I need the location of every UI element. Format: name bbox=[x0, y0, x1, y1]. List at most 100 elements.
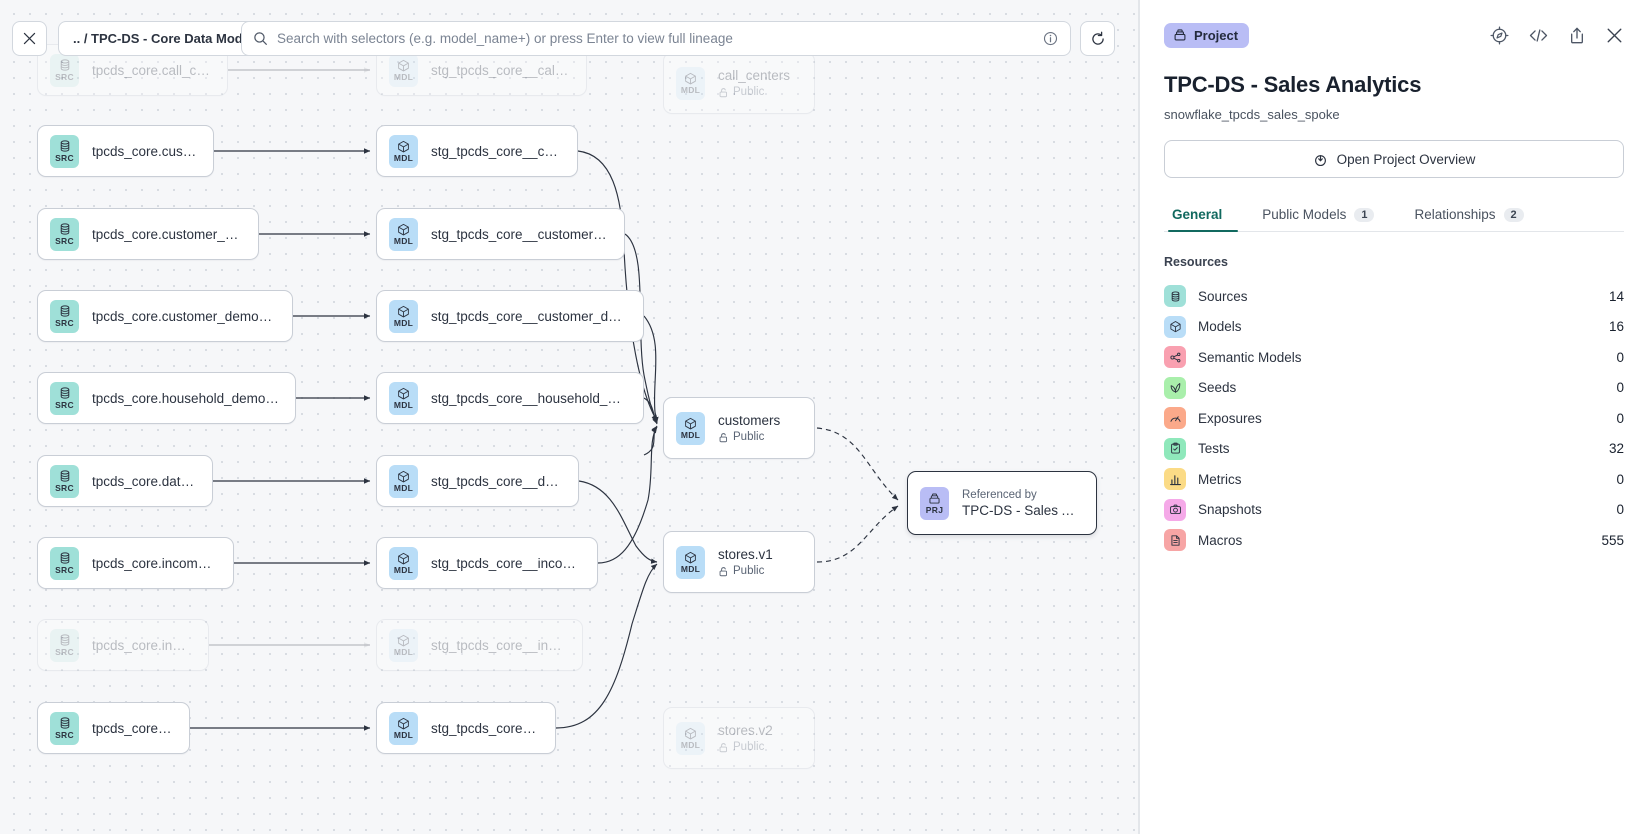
resource-name: Snapshots bbox=[1198, 502, 1262, 518]
search-input[interactable] bbox=[277, 31, 1034, 46]
bars-icon bbox=[1164, 468, 1186, 491]
graph-node-mdl-stg-store[interactable]: MDL stg_tpcds_core__store bbox=[376, 702, 556, 754]
node-kind-label: PRJ bbox=[925, 504, 944, 515]
node-kind-label: SRC bbox=[55, 153, 74, 163]
model-cube-icon: MDL bbox=[676, 411, 705, 445]
panel-header-actions bbox=[1490, 25, 1624, 45]
resource-count: 32 bbox=[1608, 441, 1624, 457]
code-icon[interactable] bbox=[1528, 26, 1549, 45]
tab-count-badge: 2 bbox=[1503, 207, 1524, 222]
search-bar[interactable] bbox=[241, 21, 1071, 56]
compass-icon bbox=[1314, 155, 1326, 167]
lineage-canvas[interactable]: SRCtpcds_core.call_centerSRCtpcds_core.c… bbox=[0, 0, 1139, 834]
node-access-label: Public bbox=[718, 741, 773, 753]
resource-count: 0 bbox=[1616, 471, 1624, 487]
resource-count: 16 bbox=[1608, 319, 1624, 335]
model-cube-icon: MDL bbox=[389, 628, 418, 662]
resource-row-tests[interactable]: Tests 32 bbox=[1164, 434, 1624, 465]
resource-row-snapshots[interactable]: Snapshots 0 bbox=[1164, 495, 1624, 526]
node-title: stg_tpcds_core__customer_address bbox=[431, 226, 608, 242]
node-kind-label: MDL bbox=[393, 646, 414, 657]
resource-count: 0 bbox=[1616, 502, 1624, 518]
tab-count-badge: 1 bbox=[1354, 207, 1375, 222]
model-cube-icon: MDL bbox=[676, 721, 705, 755]
node-kind-label: MDL bbox=[393, 399, 414, 410]
node-kind-label: MDL bbox=[393, 729, 414, 740]
lock-open-icon bbox=[719, 87, 728, 97]
graph-node-mdl-stg-customer-demographics[interactable]: MDLstg_tpcds_core__customer_demogra… bbox=[376, 290, 644, 342]
refresh-button[interactable] bbox=[1080, 21, 1115, 56]
share-icon[interactable] bbox=[1568, 26, 1586, 45]
close-lineage-button[interactable] bbox=[12, 21, 47, 56]
node-kind-label: MDL bbox=[680, 563, 701, 574]
resource-count: 14 bbox=[1608, 288, 1624, 304]
gauge-icon bbox=[1164, 407, 1186, 430]
node-title: stg_tpcds_core__income_band bbox=[431, 555, 581, 571]
source-icon: SRC bbox=[50, 381, 79, 415]
node-kind-label: SRC bbox=[55, 565, 74, 575]
tab-general[interactable]: General bbox=[1164, 207, 1242, 232]
breadcrumb[interactable]: .. / TPC-DS - Core Data Models bbox=[58, 21, 276, 56]
info-icon[interactable] bbox=[1043, 31, 1058, 46]
explore-compass-icon[interactable] bbox=[1490, 25, 1509, 45]
node-kind-label: SRC bbox=[55, 400, 74, 410]
node-eyebrow: Referenced by bbox=[962, 488, 1037, 501]
node-title: tpcds_core.customer_address bbox=[92, 226, 242, 242]
node-kind-label: MDL bbox=[393, 235, 414, 246]
node-kind-label: MDL bbox=[680, 429, 701, 440]
node-access-label: Public bbox=[718, 431, 780, 443]
resource-type-badge[interactable]: Project bbox=[1164, 22, 1250, 48]
document-icon bbox=[1164, 529, 1186, 552]
lock-open-icon bbox=[719, 566, 728, 576]
node-title: stg_tpcds_core__call_center bbox=[431, 62, 570, 78]
node-kind-label: SRC bbox=[55, 483, 74, 493]
resource-row-sources[interactable]: Sources 14 bbox=[1164, 281, 1624, 312]
model-cube-icon: MDL bbox=[389, 464, 418, 498]
graph-node-mdl-stg-customer-address[interactable]: MDL stg_tpcds_core__customer_address bbox=[376, 208, 625, 260]
refresh-icon bbox=[1091, 31, 1104, 45]
resource-count: 0 bbox=[1616, 410, 1624, 426]
graph-node-mdl-stg-household-demographics[interactable]: MDLstg_tpcds_core__household_demogr… bbox=[376, 372, 644, 424]
page-subtitle: snowflake_tpcds_sales_spoke bbox=[1164, 107, 1340, 122]
node-title: stg_tpcds_core__store bbox=[431, 720, 539, 736]
node-kind-label: SRC bbox=[55, 730, 74, 740]
resource-count: 0 bbox=[1616, 380, 1624, 396]
source-icon: SRC bbox=[50, 464, 79, 498]
tab-label: General bbox=[1172, 207, 1223, 222]
breadcrumb-label: .. / TPC-DS - Core Data Models bbox=[73, 31, 261, 46]
node-title: stg_tpcds_core__customer bbox=[431, 143, 561, 159]
resource-type-badge-label: Project bbox=[1194, 27, 1239, 43]
close-panel-icon[interactable] bbox=[1605, 26, 1624, 45]
resource-name: Sources bbox=[1198, 288, 1248, 304]
model-cube-icon: MDL bbox=[389, 381, 418, 415]
open-project-overview-button[interactable]: Open Project Overview bbox=[1164, 140, 1624, 178]
resource-name: Tests bbox=[1198, 441, 1230, 457]
model-cube-icon: MDL bbox=[389, 711, 418, 745]
